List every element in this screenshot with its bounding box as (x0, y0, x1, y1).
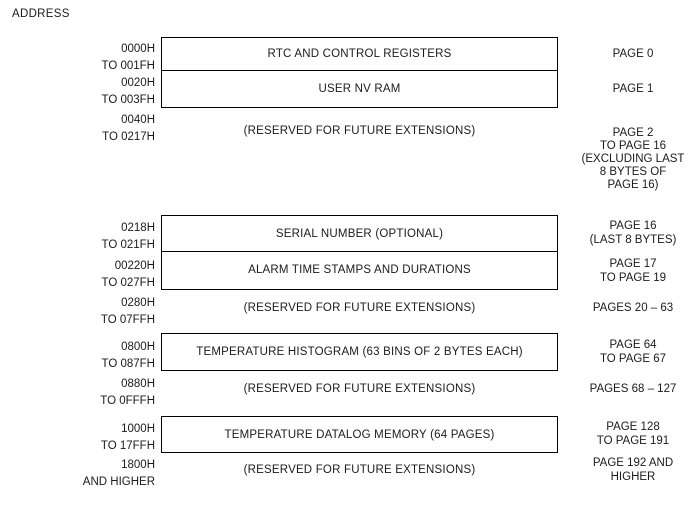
page-line: PAGE 0 (612, 48, 654, 60)
page-line: 8 BYTES OF (599, 166, 667, 178)
address-line: TO 17FFH (100, 440, 155, 452)
region-box-user-nv-ram: USER NV RAM (161, 70, 558, 108)
page-line: PAGE 1 (612, 83, 654, 95)
page-line: TO PAGE 191 (596, 434, 670, 447)
address-line: TO 001FH (101, 60, 155, 72)
page-label: PAGE 64 TO PAGE 67 (563, 339, 700, 366)
address-line: 0000H (121, 43, 155, 55)
address-range: 0800H TO 087FH (0, 339, 155, 373)
address-range: 0020H TO 003FH (0, 75, 155, 109)
page-line: PAGE 64 (609, 339, 657, 351)
address-line: 1000H (121, 423, 155, 435)
diagram-title: ADDRESS (12, 8, 70, 20)
region-label: TEMPERATURE HISTOGRAM (63 BINS OF 2 BYTE… (196, 346, 523, 358)
address-line: TO 0217H (102, 131, 155, 143)
page-line: (LAST 8 BYTES) (589, 233, 677, 246)
region-label: SERIAL NUMBER (OPTIONAL) (275, 227, 444, 240)
page-label: PAGES 20 – 63 (563, 302, 700, 316)
reserved-region-label: (RESERVED FOR FUTURE EXTENSIONS) (243, 464, 476, 476)
address-range: 00220H TO 027FH (0, 258, 155, 292)
address-line: TO 07FFH (100, 314, 155, 326)
page-label: PAGE 1 (563, 83, 700, 97)
page-label: PAGE 2 TO PAGE 16 (EXCLUDING LAST 8 BYTE… (563, 127, 700, 192)
page-label: PAGES 68 – 127 (563, 383, 700, 397)
page-line: PAGE 2 (612, 127, 654, 139)
address-range: 0218H TO 021FH (0, 220, 155, 254)
region-label: RTC AND CONTROL REGISTERS (267, 48, 452, 60)
address-line: 0800H (121, 341, 155, 353)
address-range: 0280H TO 07FFH (0, 295, 155, 329)
address-line: 0020H (121, 77, 155, 89)
address-line: 0280H (121, 297, 155, 309)
address-line: 0040H (121, 114, 155, 126)
reserved-region-label: (RESERVED FOR FUTURE EXTENSIONS) (243, 383, 476, 395)
page-line: TO PAGE 16 (599, 140, 667, 152)
page-line: PAGE 17 (609, 258, 657, 270)
region-label: TEMPERATURE DATALOG MEMORY (64 PAGES) (224, 428, 495, 441)
region-box-temperature-histogram: TEMPERATURE HISTOGRAM (63 BINS OF 2 BYTE… (161, 333, 558, 371)
region-box-serial-number: SERIAL NUMBER (OPTIONAL) (161, 215, 558, 252)
reserved-region-label: (RESERVED FOR FUTURE EXTENSIONS) (243, 302, 476, 314)
page-line: TO PAGE 19 (599, 271, 667, 284)
page-label: PAGE 16 (LAST 8 BYTES) (563, 220, 700, 247)
region-box-temperature-datalog-memory: TEMPERATURE DATALOG MEMORY (64 PAGES) (161, 416, 558, 453)
address-line: 00220H (114, 260, 155, 272)
page-line: PAGE 16) (607, 179, 659, 191)
page-label: PAGE 128 TO PAGE 191 (563, 421, 700, 448)
reserved-region-label: (RESERVED FOR FUTURE EXTENSIONS) (243, 125, 476, 137)
address-line: TO 0FFFH (100, 395, 155, 407)
address-line: 0880H (121, 378, 155, 390)
page-label: PAGE 0 (563, 48, 700, 62)
region-box-alarm-time-stamps: ALARM TIME STAMPS AND DURATIONS (161, 250, 558, 290)
address-line: TO 027FH (101, 277, 155, 289)
address-range: 0000H TO 001FH (0, 41, 155, 75)
address-range: 1000H TO 17FFH (0, 421, 155, 455)
address-line: 0218H (121, 222, 155, 234)
address-range: 0040H TO 0217H (0, 112, 155, 146)
region-box-rtc-control-registers: RTC AND CONTROL REGISTERS (161, 37, 558, 71)
address-range: 0880H TO 0FFFH (0, 376, 155, 410)
page-label: PAGE 17 TO PAGE 19 (563, 258, 700, 285)
page-line: PAGES 68 – 127 (589, 383, 677, 395)
address-line: TO 003FH (101, 94, 155, 106)
page-line: HIGHER (610, 470, 656, 483)
address-line: TO 021FH (101, 239, 155, 251)
address-range: 1800H AND HIGHER (0, 457, 155, 491)
region-label: ALARM TIME STAMPS AND DURATIONS (248, 264, 471, 276)
page-line: (EXCLUDING LAST (581, 153, 685, 165)
page-line: PAGE 128 (606, 421, 660, 433)
address-line: TO 087FH (101, 358, 155, 370)
page-line: PAGE 16 (609, 220, 657, 232)
address-line: 1800H (121, 459, 155, 471)
page-line: TO PAGE 67 (599, 352, 667, 365)
address-line: AND HIGHER (82, 476, 155, 488)
page-label: PAGE 192 AND HIGHER (563, 457, 700, 484)
page-line: PAGES 20 – 63 (592, 302, 674, 314)
region-label: USER NV RAM (318, 83, 401, 95)
page-line: PAGE 192 AND (592, 457, 674, 469)
